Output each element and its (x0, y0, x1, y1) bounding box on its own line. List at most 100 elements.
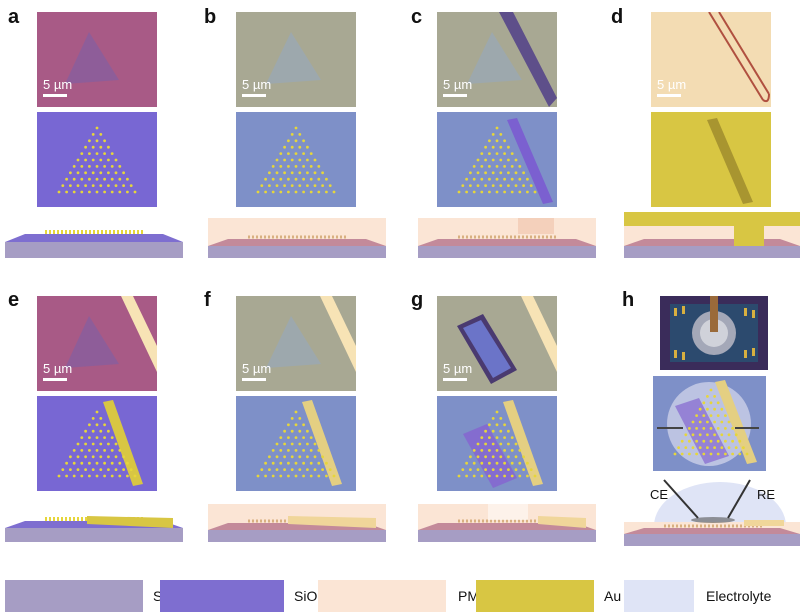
legend-swatch (476, 580, 594, 612)
cross-section-f (208, 496, 386, 544)
lattice-atom (298, 184, 302, 187)
lattice-atom (57, 474, 61, 478)
lattice-atom (256, 474, 260, 478)
lattice-atom (724, 414, 727, 417)
lattice-atom (283, 184, 286, 187)
lattice-atom (691, 433, 695, 437)
lattice-atom (738, 439, 742, 443)
lattice-atom (706, 446, 709, 449)
lattice-atom (469, 171, 472, 175)
optical-image-b: 5 µm (236, 12, 356, 107)
lattice-atom (476, 468, 480, 471)
lattice-atom (716, 401, 720, 405)
lattice-atom (290, 133, 294, 136)
lattice-atom (518, 165, 522, 168)
lattice-atom (518, 449, 522, 452)
lattice-atom (290, 145, 294, 149)
lattice-atom (503, 190, 506, 194)
lattice-atom (298, 158, 302, 162)
lattice-atom (88, 461, 91, 465)
lattice-atom (99, 442, 103, 446)
lattice-atom (99, 184, 103, 187)
lattice-atom (294, 423, 298, 427)
lattice-atom (522, 455, 525, 459)
lattice-atom (488, 190, 491, 194)
lattice-atom (484, 184, 487, 187)
lattice-atom (61, 468, 65, 471)
lattice-atom (306, 171, 309, 175)
lattice-atom (294, 177, 298, 181)
lattice-atom (287, 152, 290, 155)
lattice-atom (514, 442, 518, 446)
lattice-atom (84, 429, 87, 433)
lattice-atom (264, 461, 267, 465)
panel-label-h: h (622, 289, 635, 311)
lattice-atom (499, 442, 503, 446)
scale-bar: 5 µm (43, 77, 72, 97)
lattice-atom (306, 429, 309, 433)
cross-section-g (418, 496, 596, 544)
lattice-atom (503, 474, 506, 478)
lattice-atom (275, 468, 279, 471)
lattice-atom (491, 171, 495, 175)
lattice-atom (114, 468, 118, 471)
lattice-atom (103, 139, 106, 143)
lattice-atom (306, 468, 309, 471)
lattice-atom (484, 145, 487, 149)
lattice-atom (325, 474, 328, 478)
lattice-atom (495, 126, 499, 130)
lattice-atom (488, 177, 491, 181)
lattice-atom (503, 165, 506, 168)
lattice-atom (264, 190, 267, 194)
lattice-atom (507, 468, 510, 471)
lattice-atom (472, 474, 476, 478)
lattice-atom (84, 158, 87, 162)
lattice-atom (110, 190, 114, 194)
lattice-atom (76, 158, 80, 162)
lattice-atom (309, 190, 313, 194)
scale-bar: 5 µm (443, 361, 472, 381)
lattice-atom (695, 414, 698, 417)
lattice-atom (472, 190, 476, 194)
lattice-atom (480, 436, 484, 439)
lattice-atom (720, 446, 724, 449)
lattice-atom (80, 461, 84, 465)
lattice-atom (309, 152, 313, 155)
lattice-atom (731, 452, 734, 456)
lattice-atom (290, 158, 294, 162)
lattice-atom (691, 420, 695, 424)
scale-bar: 5 µm (242, 77, 271, 97)
lattice-atom (510, 474, 514, 478)
lattice-atom (476, 158, 480, 162)
lattice-atom (302, 152, 305, 155)
panel-label-b: b (204, 6, 217, 28)
lattice-atom (84, 171, 87, 175)
lattice-atom (499, 158, 503, 162)
lattice-atom (133, 474, 137, 478)
lattice-atom (529, 468, 533, 471)
lattice-atom (107, 455, 110, 459)
lattice-atom (533, 190, 537, 194)
lattice-atom (283, 468, 286, 471)
lattice-atom (702, 401, 706, 405)
lattice-atom (713, 407, 716, 411)
lattice-atom (275, 158, 279, 162)
lattice-atom (107, 468, 110, 471)
lattice-atom (118, 461, 122, 465)
lattice-atom (283, 442, 286, 446)
lattice-atom (495, 410, 499, 414)
lattice-atom (306, 145, 309, 149)
lattice-atom (76, 171, 80, 175)
lattice-atom (469, 455, 472, 459)
lattice-atom (80, 190, 84, 194)
lattice-atom (103, 152, 106, 155)
lattice-atom (317, 190, 321, 194)
lattice-atom (99, 145, 103, 149)
lattice-atom (298, 429, 302, 433)
lattice-atom (503, 152, 506, 155)
lattice-atom (294, 165, 298, 168)
lattice-atom (91, 468, 95, 471)
lattice-atom (476, 171, 480, 175)
lattice-atom (510, 436, 514, 439)
lattice-atom (279, 449, 283, 452)
